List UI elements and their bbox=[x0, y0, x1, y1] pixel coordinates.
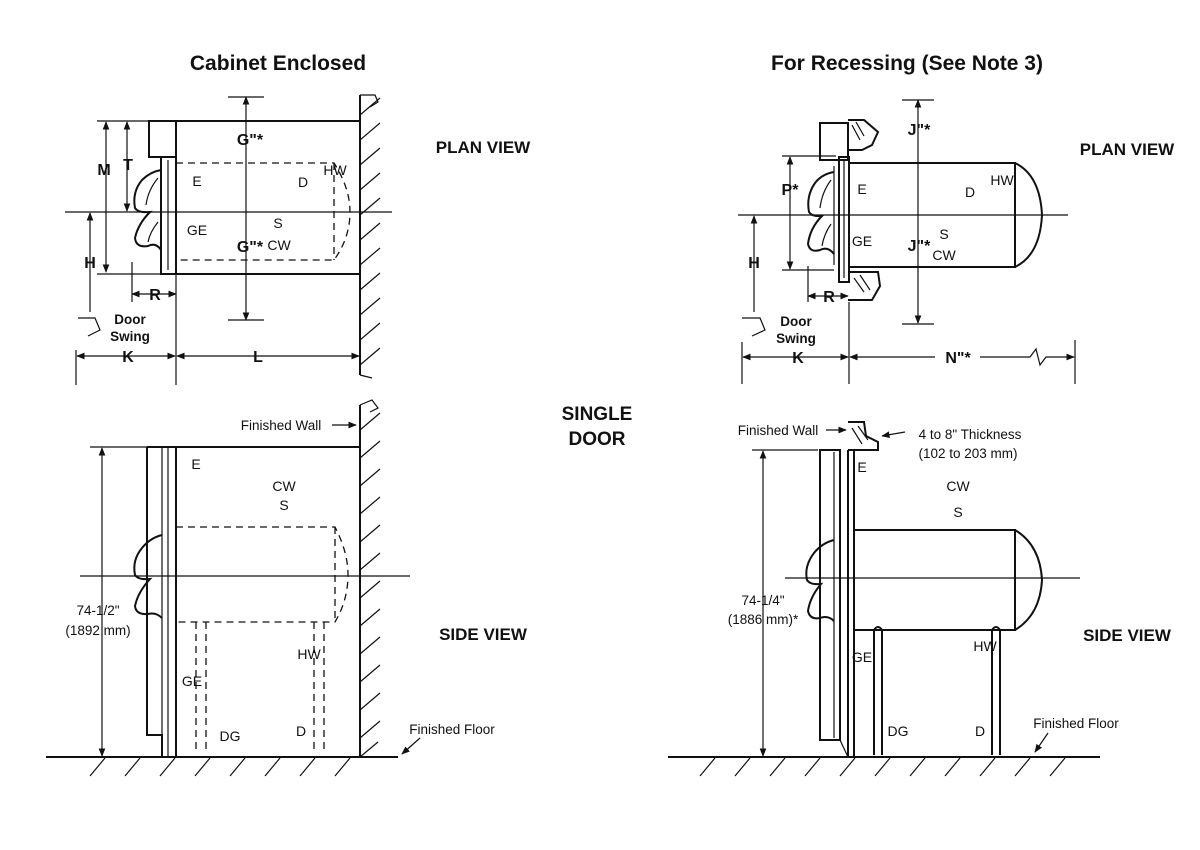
right-side-finished-floor-label: Finished Floor bbox=[1033, 716, 1119, 731]
left-plan-door-handle bbox=[133, 169, 162, 251]
right-plan-j-bottom-label: J"* bbox=[908, 238, 931, 255]
view-label-side-right: SIDE VIEW bbox=[1083, 626, 1172, 645]
right-plan-r-label: R bbox=[823, 289, 835, 306]
right-plan-view: J"* J"* P* H R K N"* Door Swing E D HW S… bbox=[738, 99, 1076, 384]
right-plan-door-panel bbox=[838, 156, 850, 283]
right-plan-h-label: H bbox=[748, 255, 760, 272]
right-plan-wall-top bbox=[819, 122, 849, 161]
right-plan-k-label: K bbox=[792, 350, 804, 367]
center-label-door: DOOR bbox=[569, 429, 626, 450]
right-plan-p-label: P* bbox=[782, 182, 800, 199]
right-plan-hw-label: HW bbox=[990, 172, 1014, 188]
left-side-dg-label: DG bbox=[220, 728, 241, 744]
right-side-cylinder bbox=[854, 529, 1016, 631]
title-for-recessing: For Recessing (See Note 3) bbox=[771, 52, 1043, 75]
right-plan-door-swing-line1: Door bbox=[780, 314, 812, 329]
left-side-view: Finished Wall Finished Floor 74-1/2" (18… bbox=[46, 399, 495, 777]
right-side-e-label: E bbox=[857, 459, 866, 475]
right-plan-door-swing-line2: Swing bbox=[776, 331, 816, 346]
right-side-floor-hatch bbox=[699, 757, 1066, 777]
left-plan-door-swing-line2: Swing bbox=[110, 329, 150, 344]
title-cabinet-enclosed: Cabinet Enclosed bbox=[190, 52, 366, 75]
right-side-finished-wall-label: Finished Wall bbox=[738, 423, 819, 438]
right-side-door bbox=[819, 449, 841, 741]
right-plan-j-top-label: J"* bbox=[908, 122, 931, 139]
left-plan-e-label: E bbox=[192, 173, 201, 189]
right-side-dg-label: DG bbox=[888, 723, 909, 739]
right-side-view: Finished Wall 4 to 8" Thickness (102 to … bbox=[668, 421, 1119, 777]
left-plan-d-label: D bbox=[298, 174, 308, 190]
left-side-chamber-outline bbox=[176, 526, 349, 623]
left-plan-door-hinge bbox=[148, 120, 177, 158]
right-side-thickness-mm-label: (102 to 203 mm) bbox=[918, 446, 1017, 461]
right-plan-cw-label: CW bbox=[932, 247, 956, 263]
right-side-hw-label: HW bbox=[973, 638, 997, 654]
left-side-finished-floor-label: Finished Floor bbox=[409, 722, 495, 737]
left-side-ge-label: GE bbox=[182, 673, 202, 689]
right-plan-n-label: N"* bbox=[945, 350, 971, 367]
right-side-d-label: D bbox=[975, 723, 985, 739]
right-side-ge-label: GE bbox=[852, 649, 872, 665]
left-plan-s-label: S bbox=[273, 215, 282, 231]
right-side-front-leg bbox=[873, 630, 883, 755]
left-plan-g-top-label: G"* bbox=[237, 132, 264, 149]
right-plan-e-label: E bbox=[857, 181, 866, 197]
left-side-height-label-mm: (1892 mm) bbox=[65, 623, 130, 638]
right-side-rear-leg bbox=[991, 630, 1001, 755]
right-side-thickness-label: 4 to 8" Thickness bbox=[919, 427, 1022, 442]
left-plan-k-label: K bbox=[122, 349, 134, 366]
left-side-legs bbox=[195, 622, 325, 754]
left-side-s-label: S bbox=[279, 497, 288, 513]
left-plan-wall-break bbox=[360, 94, 379, 108]
left-plan-door-swing-line1: Door bbox=[114, 312, 146, 327]
left-side-cw-label: CW bbox=[272, 478, 296, 494]
left-side-height-label-inches: 74-1/2" bbox=[76, 603, 119, 618]
left-plan-cw-label: CW bbox=[267, 237, 291, 253]
view-label-side-left: SIDE VIEW bbox=[439, 625, 528, 644]
right-plan-d-label: D bbox=[965, 184, 975, 200]
right-plan-wall-bottom bbox=[848, 271, 882, 301]
left-plan-r-label: R bbox=[149, 287, 161, 304]
left-side-e-label: E bbox=[191, 456, 200, 472]
left-plan-hw-label: HW bbox=[323, 162, 347, 178]
left-side-d-label: D bbox=[296, 723, 306, 739]
left-side-door bbox=[146, 447, 163, 757]
left-plan-t-label: T bbox=[123, 157, 133, 174]
center-label-single: SINGLE bbox=[562, 404, 633, 425]
left-plan-h-label: H bbox=[84, 255, 96, 272]
left-side-door-handle bbox=[133, 534, 163, 619]
right-plan-ge-label: GE bbox=[852, 233, 872, 249]
right-side-cw-label: CW bbox=[946, 478, 970, 494]
left-side-floor-hatch bbox=[89, 757, 351, 777]
right-side-door-handle bbox=[805, 539, 835, 622]
right-side-height-label-inches: 74-1/4" bbox=[741, 593, 784, 608]
right-side-wall-top bbox=[848, 421, 879, 451]
right-plan-s-label: S bbox=[939, 226, 948, 242]
right-side-height-label-mm: (1886 mm)* bbox=[728, 612, 799, 627]
left-side-finished-wall-label: Finished Wall bbox=[241, 418, 322, 433]
left-side-hw-label: HW bbox=[297, 646, 321, 662]
left-side-wall-hatch bbox=[359, 412, 381, 758]
right-side-s-label: S bbox=[953, 504, 962, 520]
left-plan-m-label: M bbox=[97, 162, 110, 179]
left-plan-wall-hatch bbox=[359, 97, 381, 366]
view-label-plan-right: PLAN VIEW bbox=[1080, 140, 1175, 159]
right-plan-door-handle bbox=[806, 171, 835, 255]
left-plan-g-bottom-label: G"* bbox=[237, 239, 264, 256]
left-plan-ge-label: GE bbox=[187, 222, 207, 238]
view-label-plan-left: PLAN VIEW bbox=[436, 138, 531, 157]
left-plan-l-label: L bbox=[253, 349, 263, 366]
left-plan-view: G"* G"* M T H R K L Door Swing E D HW S … bbox=[65, 94, 392, 385]
